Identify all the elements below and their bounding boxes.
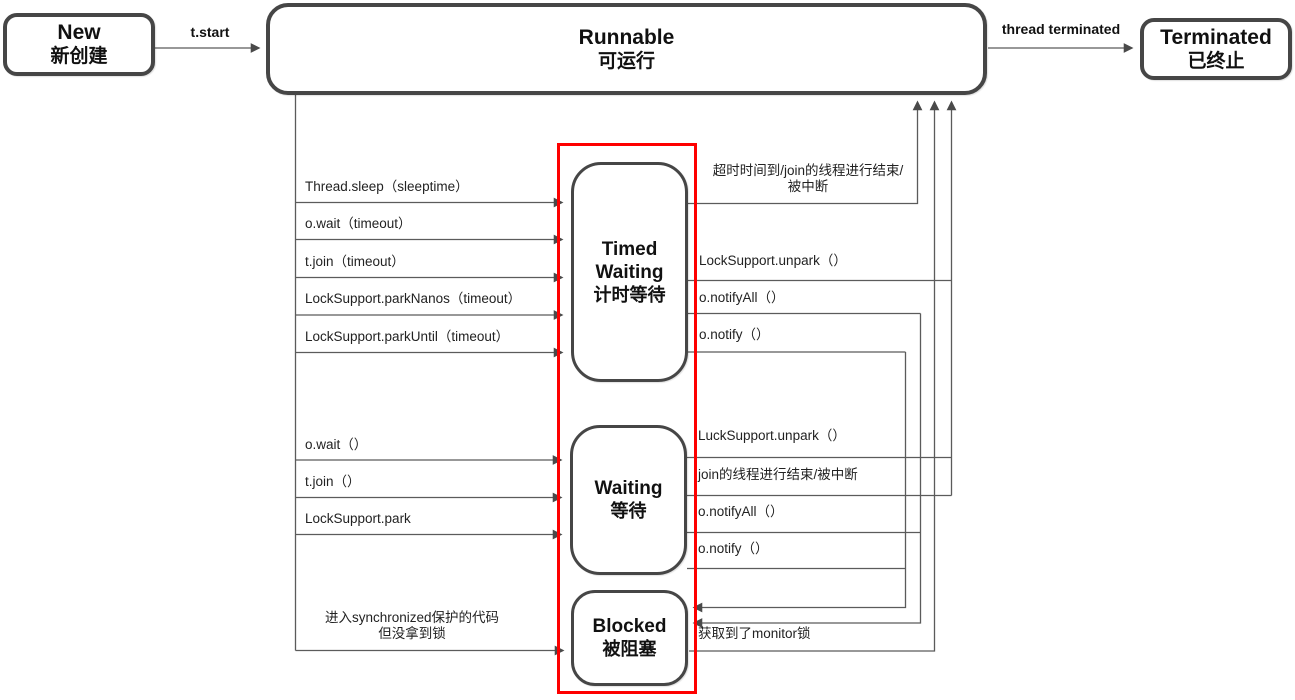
state-timed-waiting: Timed Waiting 计时等待 (571, 162, 688, 382)
state-new-label-en: New (57, 21, 101, 44)
state-new: New 新创建 (3, 13, 155, 76)
waiting-states-red-frame (557, 143, 697, 694)
edge-label-parkuntil: LockSupport.parkUntil（timeout） (305, 329, 510, 344)
edge-notifyall-to-blocked (692, 313, 922, 628)
edge-label-owait-timeout: o.wait（timeout） (305, 216, 412, 231)
edge-monitor-to-runnable (689, 100, 940, 652)
edge-label-parknanos: LockSupport.parkNanos（timeout） (305, 291, 522, 306)
edge-label-joinend-w: join的线程进行结束/被中断 (698, 467, 858, 482)
edge-label-unpark-w: LuckSupport.unpark（） (698, 428, 846, 443)
edge-label-monitor: 获取到了monitor锁 (698, 626, 811, 641)
state-waiting-label-zh: 等待 (610, 501, 647, 521)
state-blocked: Blocked 被阻塞 (571, 590, 688, 686)
edge-label-notify-w: o.notify（） (698, 541, 769, 556)
state-new-label-zh: 新创建 (50, 46, 108, 67)
state-runnable: Runnable 可运行 (266, 3, 987, 95)
edge-label-unpark-tw: LockSupport.unpark（） (699, 253, 847, 268)
edge-label-tjoin-timeout: t.join（timeout） (305, 254, 405, 269)
state-blocked-label-zh: 被阻塞 (602, 639, 657, 659)
edge-notify-to-blocked (692, 352, 907, 613)
state-timed-waiting-label-en: Timed Waiting (595, 238, 664, 283)
edge-label-thread-sleep: Thread.sleep（sleeptime） (305, 179, 469, 194)
state-runnable-label-en: Runnable (578, 25, 675, 49)
state-blocked-label-en: Blocked (592, 616, 667, 637)
edge-label-notifyall-tw: o.notifyAll（） (699, 290, 785, 305)
state-terminated: Terminated 已终止 (1140, 18, 1292, 80)
edge-label-lockpark: LockSupport.park (305, 511, 411, 526)
state-terminated-label-zh: 已终止 (1187, 50, 1245, 72)
edge-label-thread-terminated: thread terminated (1001, 21, 1121, 37)
edge-label-timeout: 超时时间到/join的线程进行结束/ 被中断 (699, 163, 917, 195)
state-terminated-label-en: Terminated (1160, 25, 1272, 49)
edge-label-timeout-line1: 超时时间到/join的线程进行结束/ (712, 163, 904, 178)
edge-timeout-to-runnable (688, 100, 923, 205)
edge-label-timeout-line2: 被中断 (787, 179, 829, 194)
edge-label-t-start: t.start (190, 24, 230, 40)
edge-label-tjoin: t.join（） (305, 474, 361, 489)
state-timed-waiting-label-zh: 计时等待 (593, 284, 666, 305)
edge-label-synchronized-line1: 进入synchronized保护的代码 (324, 610, 500, 625)
state-runnable-label-zh: 可运行 (597, 50, 655, 72)
edge-label-synchronized: 进入synchronized保护的代码 但没拿到锁 (298, 610, 526, 642)
edge-label-notify-tw: o.notify（） (699, 327, 770, 342)
state-waiting: Waiting 等待 (570, 425, 687, 575)
edge-label-notifyall-w: o.notifyAll（） (698, 504, 784, 519)
edge-label-synchronized-line2: 但没拿到锁 (378, 626, 446, 641)
edge-label-owait: o.wait（） (305, 437, 368, 452)
state-waiting-label-en: Waiting (594, 478, 663, 499)
